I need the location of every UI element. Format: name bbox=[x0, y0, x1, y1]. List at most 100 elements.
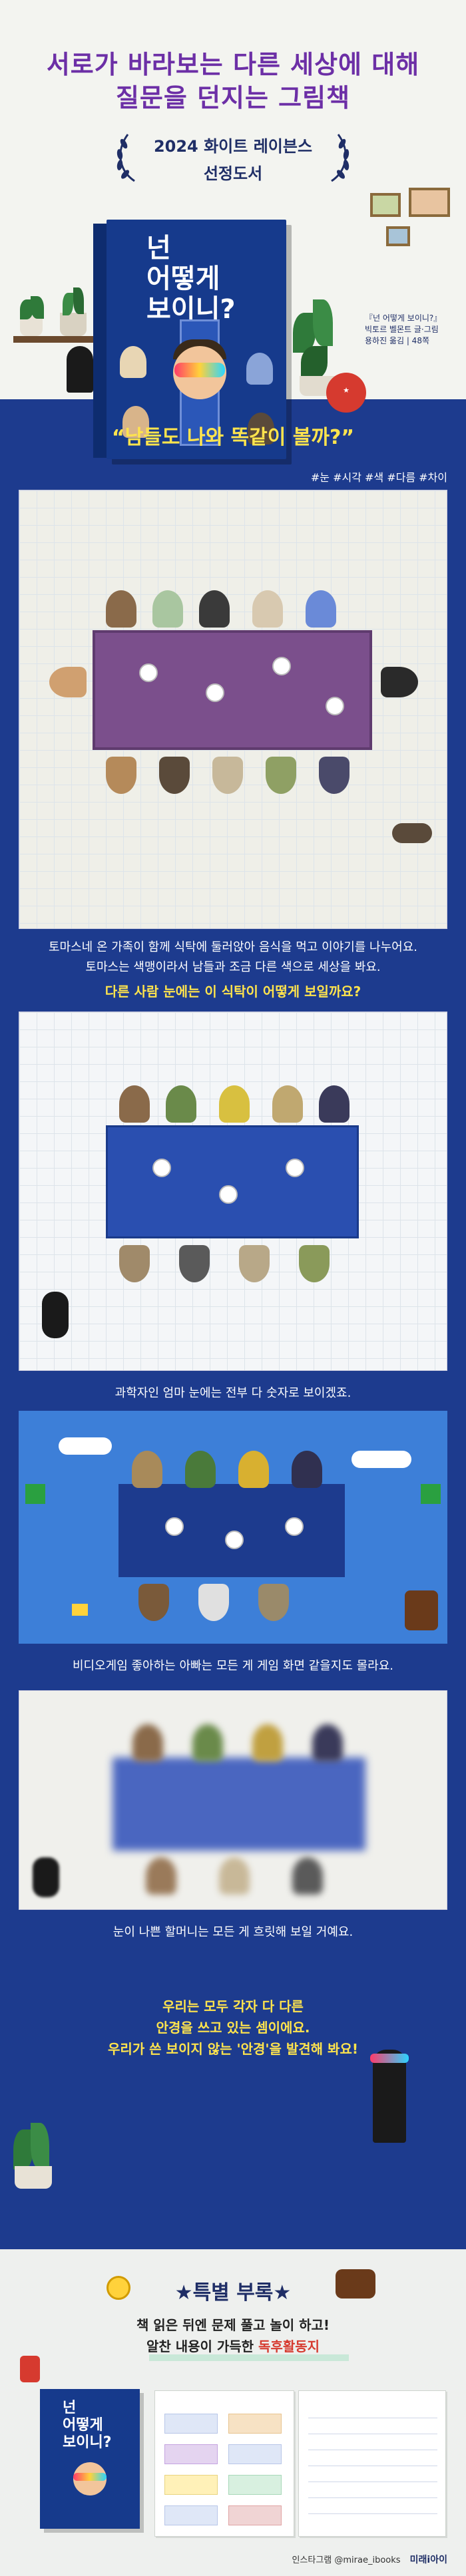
scene2-person bbox=[166, 1085, 196, 1123]
plant-leaf bbox=[301, 346, 328, 379]
scene3-person bbox=[185, 1451, 216, 1488]
scene2-person bbox=[239, 1245, 270, 1282]
scene4-person-blurry bbox=[292, 1857, 323, 1895]
scene1-dish bbox=[139, 663, 158, 682]
scene4-dog bbox=[33, 1857, 59, 1897]
scene1-question: 다른 사람 눈에는 이 식탁이 어떻게 보일까요? bbox=[105, 984, 361, 1000]
book-cover-person bbox=[120, 346, 146, 378]
scene1-dog bbox=[392, 823, 432, 843]
scene2-caption: 과학자인 엄마 눈에는 전부 다 숫자로 보이겠죠. bbox=[115, 1386, 351, 1400]
scene2-person bbox=[119, 1085, 150, 1123]
book-spine bbox=[93, 224, 107, 458]
scene3-dish bbox=[225, 1531, 244, 1549]
scene2-table bbox=[106, 1125, 359, 1238]
shelf bbox=[13, 336, 100, 343]
scene3-pixel-bird-icon bbox=[72, 1604, 88, 1616]
scene2-dog bbox=[42, 1292, 69, 1338]
scene3-pixel-plant-icon bbox=[421, 1484, 441, 1504]
scene4-illustration bbox=[19, 1690, 447, 1910]
scene3-person bbox=[238, 1451, 269, 1488]
scene3-dish bbox=[285, 1517, 304, 1536]
plant-pot-1 bbox=[20, 316, 43, 336]
hashtags: #눈 #시각 #색 #다름 #차이 bbox=[310, 471, 447, 484]
scene4-caption: 눈이 나쁜 할머니는 모든 게 흐릿해 보일 거예요. bbox=[113, 1925, 353, 1939]
scene2-dish bbox=[152, 1159, 171, 1177]
worksheet-left bbox=[154, 2390, 294, 2537]
appendix-book-cover: 넌 어떻게 보이니? bbox=[40, 2389, 140, 2529]
scene2-dish bbox=[286, 1159, 304, 1177]
scene2-illustration bbox=[19, 1012, 447, 1371]
pixel-plant-icon bbox=[20, 2356, 40, 2382]
scene1-caption-line1: 토마스네 온 가족이 함께 식탁에 둘러앉아 음식을 먹고 이야기를 나누어요. bbox=[48, 940, 417, 954]
worksheet-image bbox=[228, 2475, 282, 2495]
appendix-line2: 알찬 내용이 가득한 독후활동지 bbox=[0, 2336, 466, 2355]
wall-frame-2 bbox=[409, 188, 450, 217]
appendix-title: ★특별 부록★ bbox=[174, 2281, 292, 2304]
plant-leaf bbox=[63, 293, 73, 315]
worksheet-image bbox=[164, 2444, 218, 2464]
scene2-person bbox=[299, 1245, 330, 1282]
appendix-book-title-line2: 어떻게 bbox=[63, 2417, 103, 2434]
scene4-person-blurry bbox=[219, 1857, 250, 1895]
appendix-dog bbox=[336, 2269, 375, 2299]
appendix-book-title-line3: 보이니? bbox=[63, 2434, 112, 2451]
award-line1: 2024 화이트 레이븐스 bbox=[153, 137, 313, 156]
book-cover-title-line2: 어떻게 bbox=[146, 264, 220, 294]
scene3-illustration bbox=[19, 1411, 447, 1644]
book-cover-title-line1: 넌 bbox=[146, 233, 171, 264]
scene3-dish bbox=[165, 1517, 184, 1536]
book-info-title: 『넌 어떻게 보이니?』 bbox=[365, 313, 442, 323]
scene4-person-blurry bbox=[146, 1857, 176, 1895]
book-info: 『넌 어떻게 보이니?』 빅토르 벨몬트 글·그림 용하진 옮김 | 48쪽 bbox=[365, 313, 441, 347]
scene3-person bbox=[132, 1451, 162, 1488]
scene2-person bbox=[179, 1245, 210, 1282]
worksheet-image bbox=[228, 2444, 282, 2464]
hero-title-line1: 서로가 바라보는 다른 세상에 대해 bbox=[46, 50, 420, 79]
scene1-dish bbox=[206, 683, 224, 702]
hero-title-line2: 질문을 던지는 그림책 bbox=[115, 83, 351, 112]
appendix-book-glasses-icon bbox=[73, 2473, 107, 2481]
scene1-illustration bbox=[19, 490, 447, 929]
scene3-person bbox=[138, 1584, 169, 1621]
laurel-left-icon bbox=[116, 134, 135, 182]
scene3-caption: 비디오게임 좋아하는 아빠는 모든 게 게임 화면 같을지도 몰라요. bbox=[72, 1659, 394, 1673]
book-cover-glasses-icon bbox=[174, 363, 225, 377]
scene1-person bbox=[159, 757, 190, 794]
appendix-line1: 책 읽은 뒤엔 문제 풀고 놀이 하고! bbox=[136, 2317, 330, 2333]
laurel-right-icon bbox=[331, 134, 350, 182]
scene4-table-blurry bbox=[113, 1757, 365, 1851]
worksheet-image bbox=[164, 2505, 218, 2525]
scene2-person bbox=[119, 1245, 150, 1282]
intro-quote: “남들도 나와 똑같이 볼까?” bbox=[111, 426, 355, 449]
scene3-cloud bbox=[59, 1437, 112, 1455]
scene3-person bbox=[198, 1584, 229, 1621]
ending-plant-leaf bbox=[13, 2129, 33, 2169]
scene1-person bbox=[106, 590, 136, 628]
award-label: 2024 화이트 레이븐스 선정도서 bbox=[0, 133, 466, 184]
scene2-person bbox=[219, 1085, 250, 1123]
wall-frame-1 bbox=[370, 193, 401, 217]
scene4-person-blurry bbox=[132, 1724, 163, 1761]
scene1-person bbox=[212, 757, 243, 794]
dog-illustration bbox=[67, 346, 93, 393]
scene3-dog bbox=[405, 1590, 438, 1630]
scene1-table bbox=[93, 630, 372, 750]
scene2-person bbox=[272, 1085, 303, 1123]
pixel-bird-icon bbox=[107, 2276, 130, 2300]
wall-frame-3 bbox=[386, 226, 410, 246]
scene3-person bbox=[258, 1584, 289, 1621]
scene4-person-blurry bbox=[252, 1724, 283, 1761]
worksheet-image bbox=[228, 2414, 282, 2434]
scene1-person bbox=[106, 757, 136, 794]
scene1-person bbox=[49, 667, 87, 697]
award-line2: 선정도서 bbox=[203, 164, 263, 183]
plant-leaf bbox=[73, 287, 84, 314]
book-cover-person bbox=[122, 406, 149, 438]
scene4-person-blurry bbox=[312, 1724, 343, 1761]
ending-line1: 우리는 모두 각자 다 다른 bbox=[162, 1998, 304, 2014]
book-cover-person bbox=[248, 413, 274, 445]
scene1-dish bbox=[326, 697, 344, 715]
book-info-translator: 용하진 옮김 | 48쪽 bbox=[365, 336, 429, 345]
book-info-author: 빅토르 벨몬트 글·그림 bbox=[365, 325, 439, 334]
